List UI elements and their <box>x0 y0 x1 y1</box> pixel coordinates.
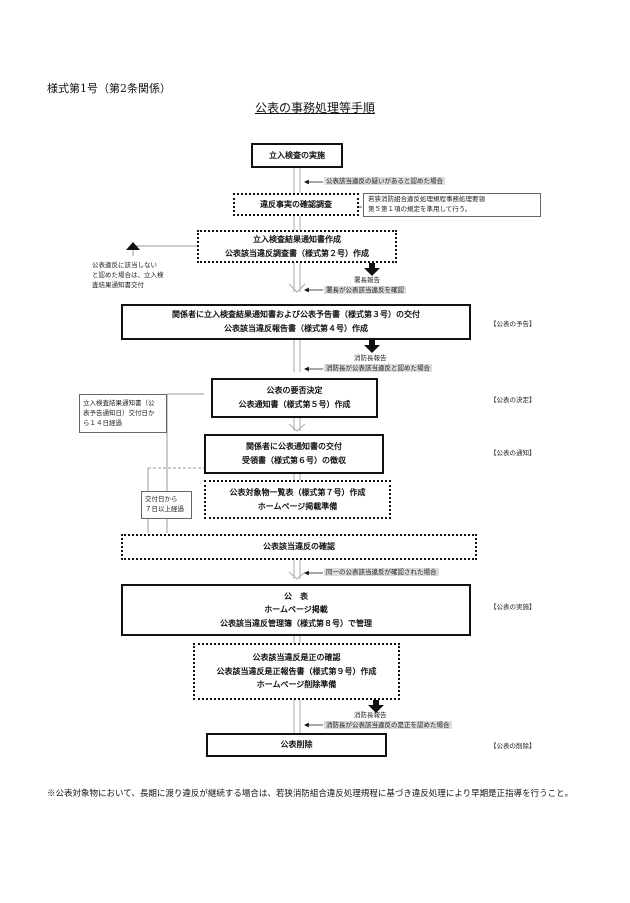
box-text: 受領書（様式第６号）の徴収 <box>242 456 346 465</box>
note-14-days: 立入検査結果通知書（公 表予告通知日）交付日か ら１４日経過 <box>79 394 167 434</box>
page-title: 公表の事務処理等手順 <box>0 99 630 116</box>
box-notification: 関係者に公表通知書の交付 受領書（様式第６号）の徴収 <box>204 434 384 474</box>
box-publication: 公 表 ホームページ掲載 公表該当違反管理簿（様式第８号）で管理 <box>121 584 471 636</box>
box-text: 公表の要否決定 <box>266 386 323 396</box>
note-chief-report: 署長報告 <box>354 276 380 284</box>
note-procedure: 若狭消防組合違反処理規程事務処理要領 第５第１項の規定を準用して行う。 <box>363 193 541 217</box>
note-fire-chief-report-2: 消防長報告 <box>354 711 387 719</box>
box-text: 関係者に立入検査結果通知書および公表予告書（様式第３号）の交付 <box>172 310 420 320</box>
stage-label-notice: 【公表の通知】 <box>490 449 536 457</box>
stage-label-advance: 【公表の予告】 <box>490 320 536 328</box>
footnote: ※公表対象物において、長期に渡り違反が継続する場合は、若狭消防組合違反処理規程に… <box>47 789 574 799</box>
box-violation-survey: 違反事実の確認調査 <box>233 193 359 216</box>
box-correction-confirm: 公表該当違反是正の確認 公表該当違反是正報告書（様式第９号）作成 ホームページ削… <box>193 643 400 700</box>
note-fire-chief-approve: 消防長が公表該当違反と認めた場合 <box>324 364 432 372</box>
box-text: 違反事実の確認調査 <box>260 199 332 209</box>
box-text: 立入検査の実施 <box>269 150 325 160</box>
box-violation-confirm: 公表該当違反の確認 <box>121 534 477 560</box>
box-text: 公表該当違反調査書（様式第２号）作成 <box>225 248 369 258</box>
box-text: 立入検査結果通知書作成 <box>253 234 341 244</box>
box-text: 公表対象物一覧表（様式第７号）作成 <box>229 487 366 497</box>
box-deletion: 公表削除 <box>206 733 387 757</box>
box-decision: 公表の要否決定 公表通知書（様式第５号）作成 <box>211 378 378 418</box>
box-text: ホームページ掲載準備 <box>257 501 338 511</box>
note-7-days: 交付日から ７日以上経過 <box>141 491 192 519</box>
note-correction-approve: 消防長が公表該当違反の是正を認めた場合 <box>324 721 452 729</box>
box-inspection-notice: 立入検査結果通知書作成 公表該当違反調査書（様式第２号）作成 <box>197 230 397 263</box>
box-text: 公表削除 <box>280 740 313 750</box>
page-title-text: 公表の事務処理等手順 <box>254 101 375 115</box>
note-suspicion: 公表該当違反の疑いがあると認めた場合 <box>324 177 445 185</box>
note-fire-chief-report: 消防長報告 <box>354 354 387 362</box>
left-branch-arrow <box>126 242 140 250</box>
note-chief-confirm: 署長が公表該当違反を確認 <box>324 286 406 294</box>
note-not-applicable: 公表違反に該当しない と認めた場合は、立入検 査結果通知書交付 <box>92 261 164 289</box>
box-text: 公表該当違反の確認 <box>263 542 335 552</box>
black-arrows <box>364 262 384 713</box>
box-text: ホームページ掲載 <box>264 605 328 615</box>
box-target-list: 公表対象物一覧表（様式第７号）作成 ホームページ掲載準備 <box>204 480 391 519</box>
box-text: ホームページ削除準備 <box>256 680 337 690</box>
box-text: 公表該当違反是正報告書（様式第９号）作成 <box>216 666 377 676</box>
form-number: 様式第1号（第2条関係） <box>47 82 171 95</box>
stage-label-delete: 【公表の削除】 <box>490 742 536 750</box>
note-same-violation: 同一の公表該当違反が確認された場合 <box>324 568 439 576</box>
stage-label-implement: 【公表の実施】 <box>490 603 536 611</box>
box-text: 公 表 <box>284 591 308 601</box>
box-text: 公表該当違反管理簿（様式第８号）で管理 <box>220 618 372 628</box>
main-flow-lines <box>288 168 306 733</box>
box-text: 関係者に公表通知書の交付 <box>246 442 342 452</box>
box-text: 公表該当違反報告書（様式第４号）作成 <box>224 324 368 333</box>
box-onsite-inspection: 立入検査の実施 <box>251 143 343 168</box>
stage-label-decision: 【公表の決定】 <box>490 396 536 404</box>
box-text: 公表通知書（様式第５号）作成 <box>238 400 351 409</box>
box-text: 公表該当違反是正の確認 <box>252 653 341 663</box>
box-advance-notice: 関係者に立入検査結果通知書および公表予告書（様式第３号）の交付 公表該当違反報告… <box>121 304 471 340</box>
